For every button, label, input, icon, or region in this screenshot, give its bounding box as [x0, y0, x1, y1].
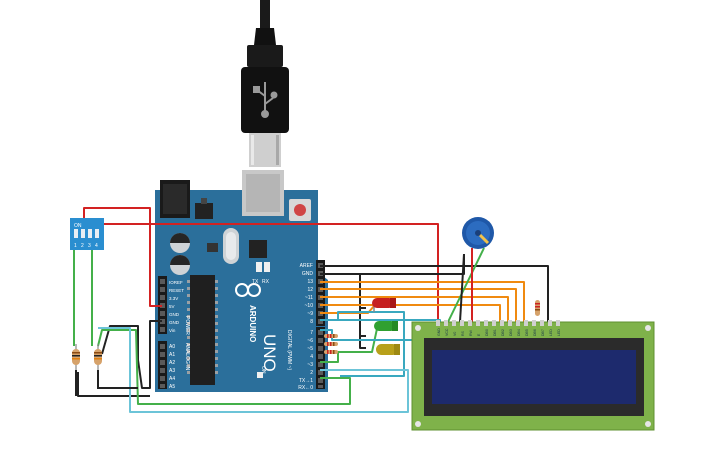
dip-toggle-2[interactable] — [81, 229, 85, 238]
usb-symbol-icon — [253, 82, 278, 118]
pin-label-10: ~10 — [305, 303, 314, 309]
lcd-pin-label: LED — [549, 329, 553, 336]
lcd-pin-label: DB4 — [517, 329, 521, 336]
diode — [207, 243, 218, 252]
tx-label: TX — [252, 279, 259, 285]
dip-number-4: 4 — [95, 243, 98, 249]
wire-black-gnd-res[interactable] — [77, 372, 150, 397]
pin-label-8: 8 — [310, 319, 313, 325]
dip-switch[interactable]: ON 1 2 3 4 — [70, 218, 104, 250]
pin-label-gnd: GND — [169, 312, 180, 317]
lcd-pin-label: LED — [557, 329, 561, 336]
dip-number-2: 2 — [81, 243, 84, 249]
pin-label-aref: AREF — [300, 263, 313, 269]
pin-label-11: ~11 — [305, 295, 313, 301]
lcd-pin-label: RW — [469, 330, 473, 336]
pin-label-gnd: GND — [302, 271, 314, 277]
pin-label-5v: 5V — [169, 304, 175, 309]
lcd-pin-label: DB0 — [485, 329, 489, 336]
arduino-uno-board[interactable]: TX RX ARDUINO UNO ON DIGITAL (PWM ~) POW… — [155, 170, 328, 392]
usb-chip — [249, 240, 267, 258]
pin-label-0: RX←0 — [298, 385, 313, 391]
voltage-regulator — [195, 203, 213, 219]
wire-teal-8[interactable] — [320, 311, 405, 377]
lcd-pin-label: DB3 — [509, 329, 513, 336]
pin-label-12: 12 — [307, 287, 313, 293]
pin-label-6: ~6 — [307, 338, 313, 344]
lcd-screen — [432, 350, 636, 404]
dip-on-label: ON — [74, 223, 82, 229]
pin-label-a0: A0 — [169, 344, 175, 350]
lcd-pin-label: VCC — [445, 328, 449, 336]
pin-label-a5: A5 — [169, 384, 175, 390]
atmega-chip — [190, 275, 215, 385]
dip-number-1: 1 — [74, 243, 77, 249]
digital-header-top[interactable] — [316, 260, 325, 326]
wire-black-led[interactable] — [320, 273, 366, 309]
pin-label-ioref: IOREF — [169, 280, 183, 285]
dip-number-3: 3 — [88, 243, 91, 249]
analog-header-label: ANALOG IN — [184, 343, 190, 371]
pin-label-reset: RESET — [169, 288, 184, 293]
power-header-label: POWER — [184, 316, 190, 335]
led-red[interactable] — [372, 298, 396, 312]
pin-label-gnd: GND — [169, 320, 180, 325]
resistor-pulldown-1[interactable] — [72, 344, 80, 370]
wire-orange-12[interactable] — [320, 288, 517, 322]
pin-label-a4: A4 — [169, 376, 175, 382]
lcd-pin-label: DB5 — [525, 329, 529, 336]
wire-green-pot[interactable] — [447, 247, 485, 323]
lcd-pin-label: DB6 — [533, 329, 537, 336]
on-label: ON — [260, 366, 266, 374]
wire-lightblue[interactable] — [98, 327, 409, 413]
lcd-pin-label: RS — [461, 330, 465, 336]
pin-label-3: ~3 — [307, 362, 313, 368]
pin-label-13: 13 — [307, 279, 313, 285]
led-yellow[interactable] — [376, 344, 400, 355]
pin-label-4: 4 — [310, 354, 313, 360]
lcd-pin-header[interactable] — [436, 320, 560, 326]
pin-label-3v3: 3.3V — [169, 296, 178, 301]
pin-label-1: TX→1 — [299, 378, 313, 384]
potentiometer[interactable] — [462, 217, 494, 249]
pin-label-a3: A3 — [169, 368, 175, 374]
dip-toggle-4[interactable] — [95, 229, 99, 238]
led-green[interactable] — [374, 321, 398, 331]
lcd-pin-label: E — [477, 333, 481, 336]
dip-toggle-3[interactable] — [88, 229, 92, 238]
board-model: UNO — [260, 334, 279, 372]
wire-orange-13[interactable] — [320, 281, 525, 322]
pin-label-vin: Vin — [169, 328, 176, 333]
lcd-pin-label: DB1 — [493, 329, 497, 336]
rx-led — [264, 262, 270, 272]
lcd-pin-label: V0 — [453, 332, 457, 336]
pin-label-2: 2 — [310, 370, 313, 376]
wire-red-5v[interactable] — [83, 207, 162, 307]
pin-label-a1: A1 — [169, 352, 175, 358]
tx-led — [256, 262, 262, 272]
lcd-pin-label: GND — [437, 328, 441, 336]
rx-label: RX — [262, 279, 270, 285]
dip-toggle-1[interactable] — [74, 229, 78, 238]
power-led — [257, 372, 263, 378]
pin-label-9: ~9 — [307, 311, 313, 317]
pin-label-5: ~5 — [307, 346, 313, 352]
resistor-array[interactable] — [324, 334, 338, 354]
pin-label-7: 7 — [310, 330, 313, 336]
usb-cable[interactable] — [241, 0, 289, 167]
digital-header-label: DIGITAL (PWM ~) — [286, 330, 292, 370]
wire-green-a[interactable] — [97, 329, 351, 405]
resistor-backlight[interactable] — [535, 300, 540, 316]
resistor-pulldown-2[interactable] — [94, 344, 102, 370]
board-brand: ARDUINO — [248, 305, 257, 342]
wire-orange-11[interactable] — [320, 296, 509, 322]
lcd-pin-label: DB7 — [541, 329, 545, 336]
pin-label-a2: A2 — [169, 360, 175, 366]
arduino-logo-icon — [235, 283, 261, 297]
wire-black-gnd[interactable] — [101, 320, 162, 389]
lcd-pin-label: DB2 — [501, 329, 505, 336]
lcd-16x2[interactable]: GND VCC V0 RS RW E DB0 DB1 DB2 DB3 DB4 D… — [411, 320, 655, 431]
